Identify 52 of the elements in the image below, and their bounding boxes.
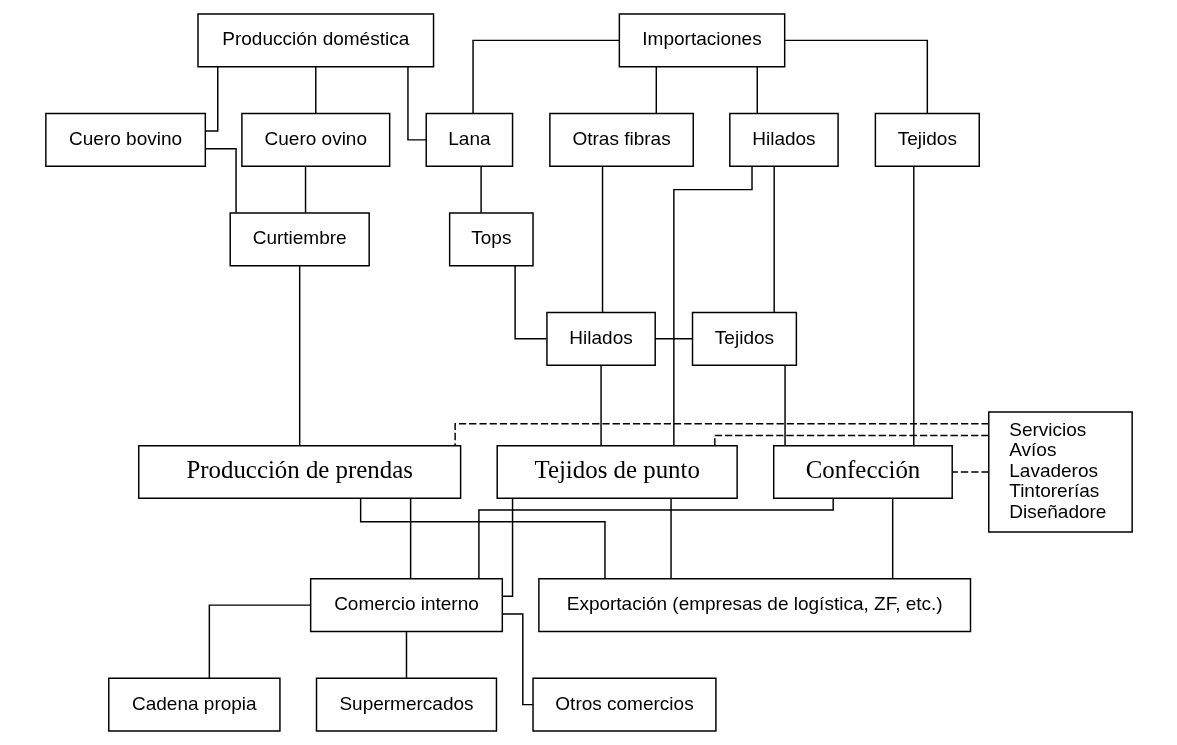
connector — [501, 497, 513, 598]
connector — [601, 165, 603, 314]
connector — [453, 422, 989, 447]
node-box: Comercio interno — [309, 578, 503, 633]
connector — [477, 497, 834, 580]
node-box: Tops — [448, 212, 534, 267]
node-box: Supermercados — [315, 677, 497, 732]
connector — [304, 165, 306, 214]
connector — [479, 165, 482, 214]
connector — [298, 265, 300, 447]
connector — [713, 434, 989, 447]
connector — [501, 613, 534, 706]
node-box: Producción de prendas — [137, 444, 461, 500]
node-box: Otras fibras — [548, 112, 694, 167]
connector — [783, 365, 786, 447]
connector — [756, 66, 758, 114]
node-box: Hilados — [728, 112, 839, 167]
node-box: Exportación (empresas de logística, ZF, etc.) — [537, 578, 971, 633]
node-box: Servicios Avíos Lavaderos Tintorerías Diseñadore — [987, 411, 1133, 533]
connector — [405, 631, 407, 679]
connector — [669, 498, 672, 580]
connector — [672, 165, 753, 447]
node-box: Lana — [425, 112, 513, 167]
connector — [204, 66, 218, 132]
connector — [654, 338, 693, 340]
connector — [655, 66, 657, 114]
node-box: Cadena propia — [107, 677, 281, 732]
node-box: Tejidos — [874, 112, 980, 167]
node-box: Producción doméstica — [196, 13, 434, 68]
connector — [513, 265, 547, 340]
connector — [891, 498, 893, 580]
node-box: Tejidos — [691, 311, 797, 366]
node-box: Importaciones — [618, 13, 785, 68]
connector — [471, 39, 620, 114]
connector — [208, 604, 311, 679]
node-box: Cuero bovino — [44, 112, 206, 167]
node-box: Confección — [772, 444, 953, 500]
connector — [772, 165, 775, 314]
connector — [912, 165, 914, 446]
node-box: Curtiembre — [228, 212, 370, 267]
connector — [204, 147, 237, 214]
connector — [784, 39, 928, 114]
connector — [599, 365, 602, 447]
node-box: Tejidos de punto — [495, 444, 738, 500]
connector — [359, 497, 606, 580]
connector — [409, 498, 411, 580]
connector — [314, 66, 316, 114]
node-box: Hilados — [545, 311, 656, 366]
node-box: Cuero ovino — [240, 112, 390, 167]
connector — [951, 471, 989, 473]
node-box: Otros comercios — [531, 677, 717, 732]
connector — [406, 66, 427, 141]
